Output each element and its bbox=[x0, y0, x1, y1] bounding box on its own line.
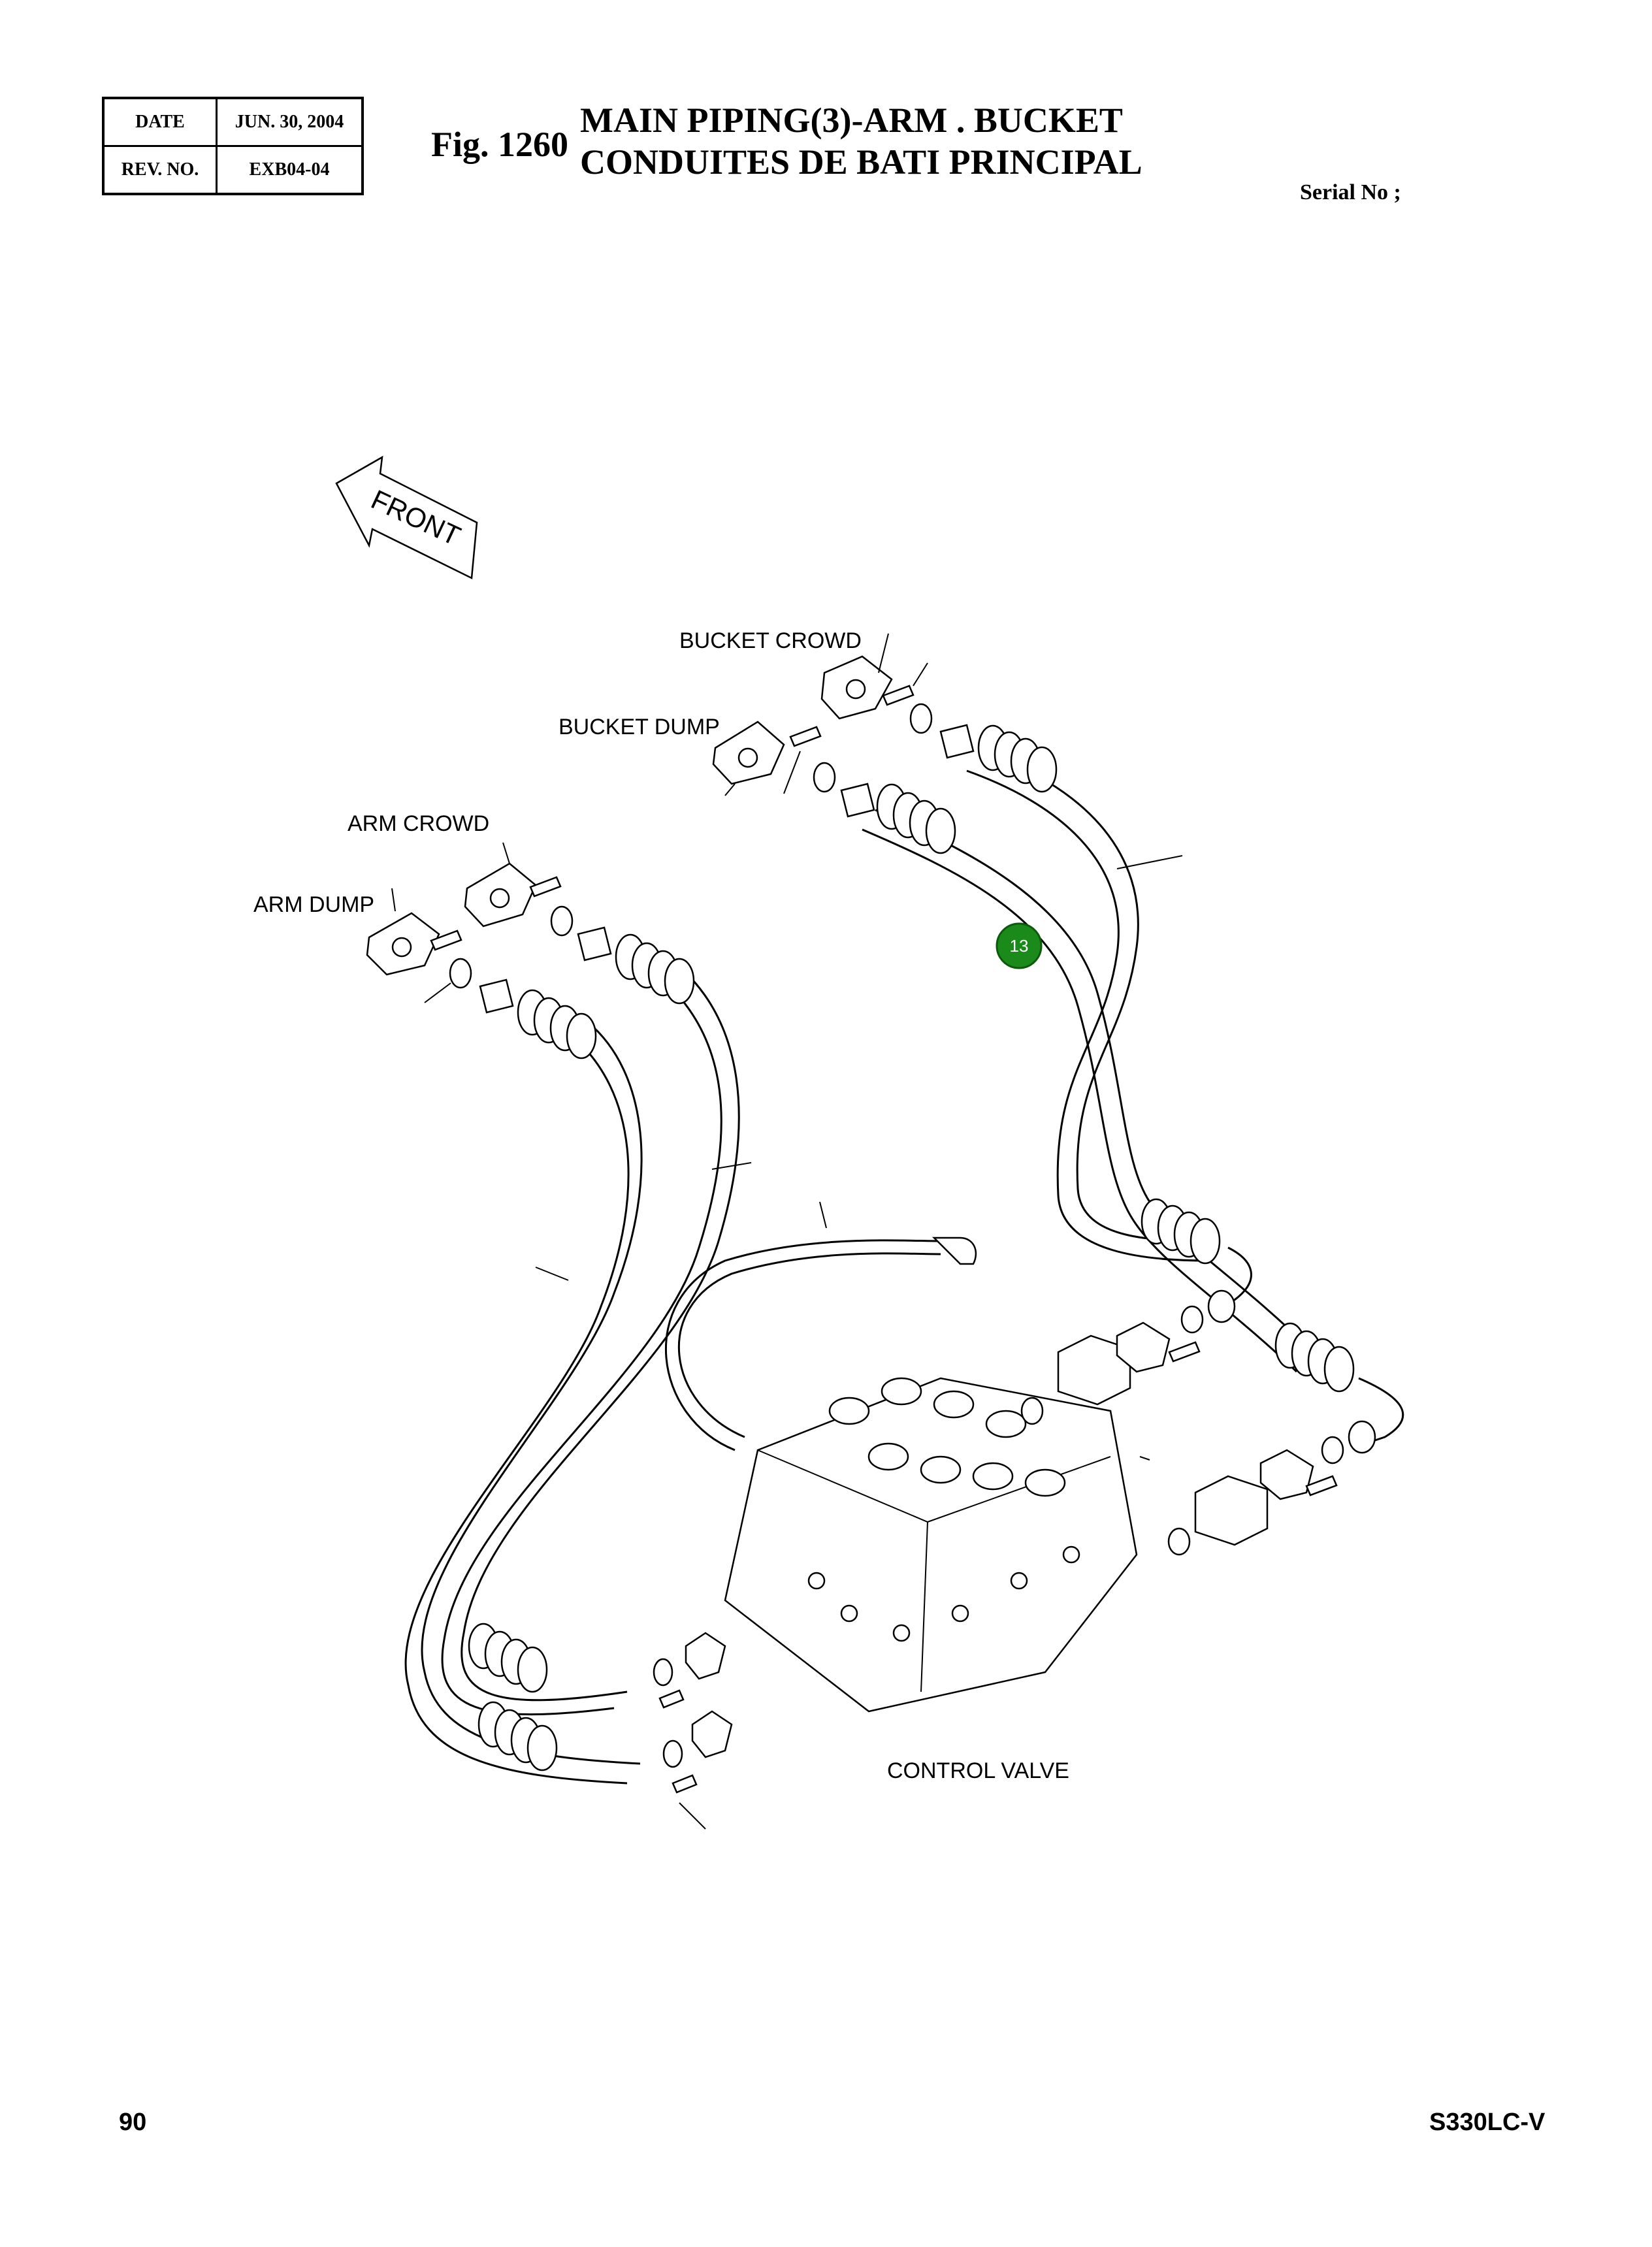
callout-13-number: 13 bbox=[1010, 936, 1029, 956]
arm-hoses bbox=[404, 933, 752, 1785]
callout-13-badge[interactable] bbox=[996, 922, 1043, 969]
callout-13[interactable]: 13 bbox=[996, 922, 1043, 969]
figure-number: Fig. 1260 bbox=[431, 125, 568, 164]
label-bucket-dump: BUCKET DUMP bbox=[559, 715, 720, 739]
port-block-upper bbox=[1020, 1305, 1204, 1425]
bucket-hose-lower-sleeve-2 bbox=[1274, 1322, 1355, 1393]
bucket-crowd-flange bbox=[820, 633, 975, 759]
bucket-dump-hose-sleeve bbox=[876, 783, 956, 854]
date-value: JUN. 30, 2004 bbox=[216, 97, 364, 147]
bucket-dump-flange bbox=[712, 720, 875, 818]
rev-label: REV. NO. bbox=[102, 145, 218, 195]
control-valve bbox=[724, 1377, 1138, 1713]
pilot-hose bbox=[664, 1201, 977, 1451]
arm-lower-flanges bbox=[653, 1632, 733, 1830]
figure-title: MAIN PIPING(3)-ARM . BUCKET CONDUITES DE… bbox=[580, 99, 1142, 183]
arm-crowd-flange bbox=[464, 842, 612, 962]
arm-dump-hose-sleeve bbox=[517, 989, 597, 1059]
valve-spools bbox=[828, 1377, 1066, 1497]
title-line-2: CONDUITES DE BATI PRINCIPAL bbox=[580, 142, 1142, 182]
bucket-hose-lower-sleeve-1 bbox=[1141, 1198, 1221, 1265]
label-arm-crowd: ARM CROWD bbox=[348, 811, 489, 836]
arm-hose-lower-sleeve-1 bbox=[468, 1623, 548, 1693]
label-arm-dump: ARM DUMP bbox=[253, 892, 374, 917]
date-label: DATE bbox=[102, 97, 218, 147]
revision-box: DATE JUN. 30, 2004 REV. NO. EXB04-04 bbox=[102, 97, 364, 195]
arm-crowd-hose-sleeve bbox=[615, 933, 695, 1005]
model-number: S330LC-V bbox=[1429, 2109, 1546, 2136]
arm-hose-lower-sleeve-2 bbox=[478, 1701, 558, 1771]
arm-dump-flange bbox=[366, 888, 514, 1014]
title-line-1: MAIN PIPING(3)-ARM . BUCKET bbox=[580, 101, 1123, 140]
bucket-hoses bbox=[862, 724, 1404, 1454]
label-control-valve: CONTROL VALVE bbox=[887, 1758, 1069, 1783]
label-bucket-crowd: BUCKET CROWD bbox=[679, 628, 862, 653]
page-number: 90 bbox=[119, 2109, 147, 2136]
rev-value: EXB04-04 bbox=[216, 145, 364, 195]
serial-number: Serial No ; bbox=[1300, 180, 1401, 204]
port-block-lower bbox=[1139, 1436, 1344, 1556]
front-arrow: FRONT bbox=[335, 455, 478, 579]
bucket-crowd-hose-sleeve bbox=[977, 724, 1058, 793]
